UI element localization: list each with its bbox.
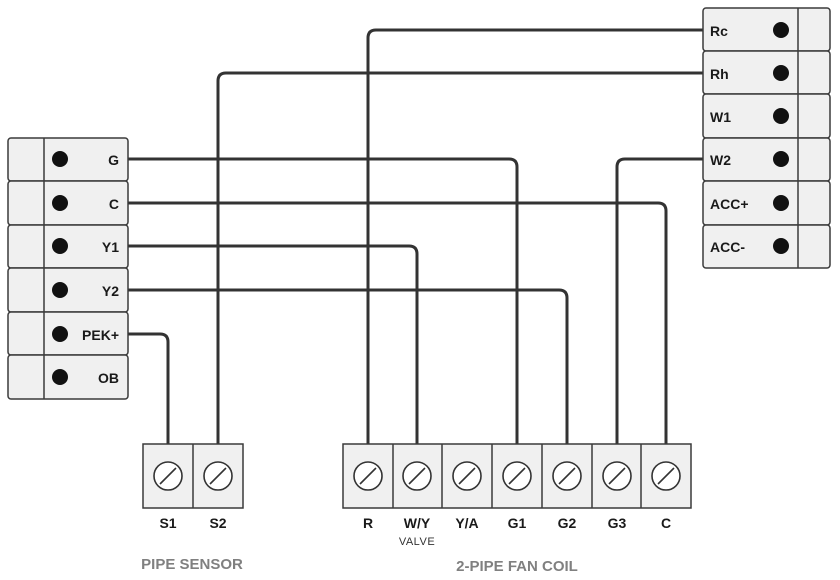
terminal-label-rc: Rc xyxy=(710,23,728,39)
terminal-label-ob: OB xyxy=(98,370,119,386)
terminal-dot xyxy=(52,238,68,254)
screw-terminal-ya xyxy=(452,461,482,491)
terminal-dot xyxy=(52,151,68,167)
left-terminal-y1: Y1 xyxy=(7,224,129,269)
terminal-label-pek-plus: PEK+ xyxy=(82,327,119,343)
pipe-sensor-title: PIPE SENSOR xyxy=(141,556,243,573)
terminal-dot xyxy=(773,151,789,167)
terminal-dot xyxy=(773,22,789,38)
terminal-label-g1: G1 xyxy=(508,515,527,531)
terminal-label-c: C xyxy=(109,196,119,212)
right-terminal-w1: W1 xyxy=(702,93,831,139)
terminal-dot xyxy=(773,195,789,211)
terminal-label-g2: G2 xyxy=(558,515,577,531)
wire-g-to-g1 xyxy=(128,157,519,444)
terminal-label-g3: G3 xyxy=(608,515,627,531)
right-terminal-acc-plus: ACC+ xyxy=(702,180,831,226)
pipe-sensor-strip: S1 S2 PIPE SENSOR xyxy=(141,443,244,573)
wire-y1-to-wy xyxy=(128,244,419,444)
left-terminal-pek-plus: PEK+ xyxy=(7,311,129,356)
terminal-label-ya: Y/A xyxy=(455,515,478,531)
terminal-dot xyxy=(52,282,68,298)
fan-coil-strip: R W/Y Y/A G1 G2 G3 C VALVE 2-PIPE FAN CO… xyxy=(342,443,692,575)
terminal-label-s2: S2 xyxy=(209,515,226,531)
terminal-dot xyxy=(52,369,68,385)
wire-y2-to-g2 xyxy=(128,288,569,444)
terminal-label-rh: Rh xyxy=(710,66,729,82)
wire-w2-to-g3 xyxy=(615,157,704,444)
fan-coil-housing xyxy=(342,443,692,509)
terminal-label-w1: W1 xyxy=(710,109,731,125)
terminal-label-w2: W2 xyxy=(710,152,731,168)
left-terminal-ob: OB xyxy=(7,354,129,400)
screw-terminal-g2 xyxy=(552,461,582,491)
terminal-label-g: G xyxy=(108,152,119,168)
terminal-dot xyxy=(773,108,789,124)
fan-coil-title: 2-PIPE FAN COIL xyxy=(456,558,578,575)
terminal-label-acc-minus: ACC- xyxy=(710,239,745,255)
screw-terminal-s2 xyxy=(203,461,233,491)
left-terminal-y2: Y2 xyxy=(7,267,129,313)
screw-terminal-g3 xyxy=(602,461,632,491)
terminal-label-y2: Y2 xyxy=(102,283,119,299)
right-terminal-acc-minus: ACC- xyxy=(702,224,831,269)
wire-c-to-c xyxy=(128,201,668,444)
terminal-label-r: R xyxy=(363,515,373,531)
terminal-dot xyxy=(773,238,789,254)
wires xyxy=(128,28,704,444)
wire-rh-to-s2 xyxy=(216,71,704,444)
screw-terminal-c xyxy=(651,461,681,491)
left-terminal-c: C xyxy=(7,180,129,226)
terminal-label-c-fancoil: C xyxy=(661,515,671,531)
right-terminal-rh: Rh xyxy=(702,50,831,95)
screw-terminal-wy xyxy=(402,461,432,491)
terminal-label-wy: W/Y xyxy=(404,515,431,531)
terminal-label-acc-plus: ACC+ xyxy=(710,196,749,212)
screw-terminal-s1 xyxy=(153,461,183,491)
valve-label: VALVE xyxy=(399,536,435,548)
screw-terminal-g1 xyxy=(502,461,532,491)
wire-pekplus-to-s1 xyxy=(128,332,170,444)
terminal-dot xyxy=(773,65,789,81)
terminal-label-y1: Y1 xyxy=(102,239,119,255)
right-terminal-block: Rc Rh W1 W2 ACC+ xyxy=(702,7,831,269)
right-terminal-w2: W2 xyxy=(702,137,831,182)
terminal-dot xyxy=(52,195,68,211)
terminal-label-s1: S1 xyxy=(159,515,176,531)
terminal-dot xyxy=(52,326,68,342)
left-terminal-g: G xyxy=(7,137,129,182)
left-terminal-block: G C Y1 Y2 PEK+ xyxy=(7,137,129,400)
screw-terminal-r xyxy=(353,461,383,491)
wire-rc-to-r xyxy=(366,28,704,444)
right-terminal-rc: Rc xyxy=(702,7,831,52)
